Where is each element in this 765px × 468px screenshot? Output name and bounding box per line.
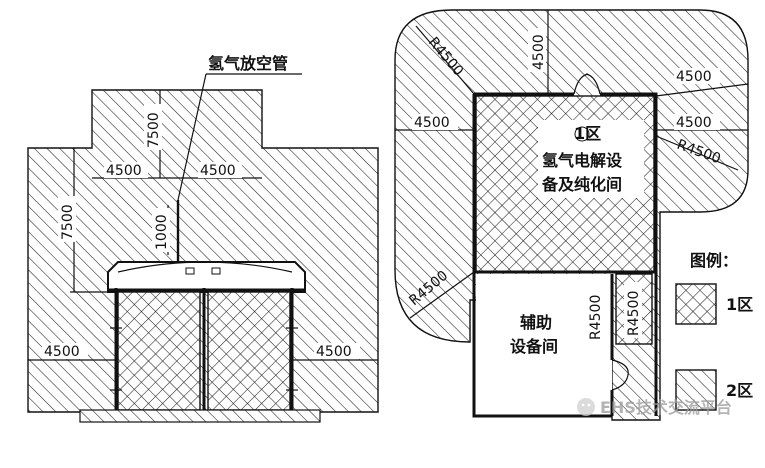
building-roof [107, 261, 306, 293]
zone1-elevation-left [117, 291, 201, 411]
plan-view: R4500 4500 4500 4500 R4500 4500 R4500 1区… [394, 9, 749, 421]
ground-slab [79, 409, 321, 423]
electrolysis-room-label-1: 氢气电解设 [542, 151, 623, 170]
dim-right-lower: 4500 [676, 115, 712, 131]
dim-pipe-height: 1000 [154, 214, 170, 250]
legend-zone1-swatch [675, 283, 717, 325]
watermark: EHS技术交流平台 [577, 398, 732, 417]
wechat-icon [577, 398, 595, 416]
dim-vertical-top: 7500 [146, 112, 162, 148]
dim-top-vertical: 4500 [531, 34, 547, 70]
dim-right-upper: 4500 [676, 69, 712, 85]
dim-bottom-right: 4500 [316, 344, 352, 360]
dim-top-right: 4500 [200, 163, 236, 179]
legend: 图例： 1区 2区 [675, 251, 753, 411]
zone1-elevation-right [207, 291, 291, 411]
dim-left: 4500 [414, 115, 450, 131]
dim-bottom-left: 4500 [44, 344, 80, 360]
dim-vertical-left: 7500 [60, 204, 76, 240]
dim-top-left: 4500 [106, 163, 142, 179]
legend-zone1-label: 1区 [726, 295, 753, 314]
legend-zone2-label: 2区 [726, 381, 753, 400]
radius-aux-1: R4500 [588, 295, 604, 340]
auxiliary-room [476, 274, 612, 414]
aux-room-label-2: 设备间 [510, 337, 558, 356]
watermark-text: EHS技术交流平台 [600, 398, 732, 417]
legend-zone2-swatch [675, 369, 717, 411]
zone-marker: 1区 [574, 124, 601, 143]
radius-aux-2: R4500 [626, 291, 642, 336]
vent-pipe-label: 氢气放空管 [208, 54, 288, 73]
aux-room-label-1: 辅助 [520, 313, 552, 332]
electrolysis-room-label-2: 备及纯化间 [541, 175, 622, 194]
elevation-view: 氢气放空管 4500 4500 7500 7500 1000 4500 4500 [27, 52, 379, 423]
legend-title: 图例： [690, 251, 738, 270]
